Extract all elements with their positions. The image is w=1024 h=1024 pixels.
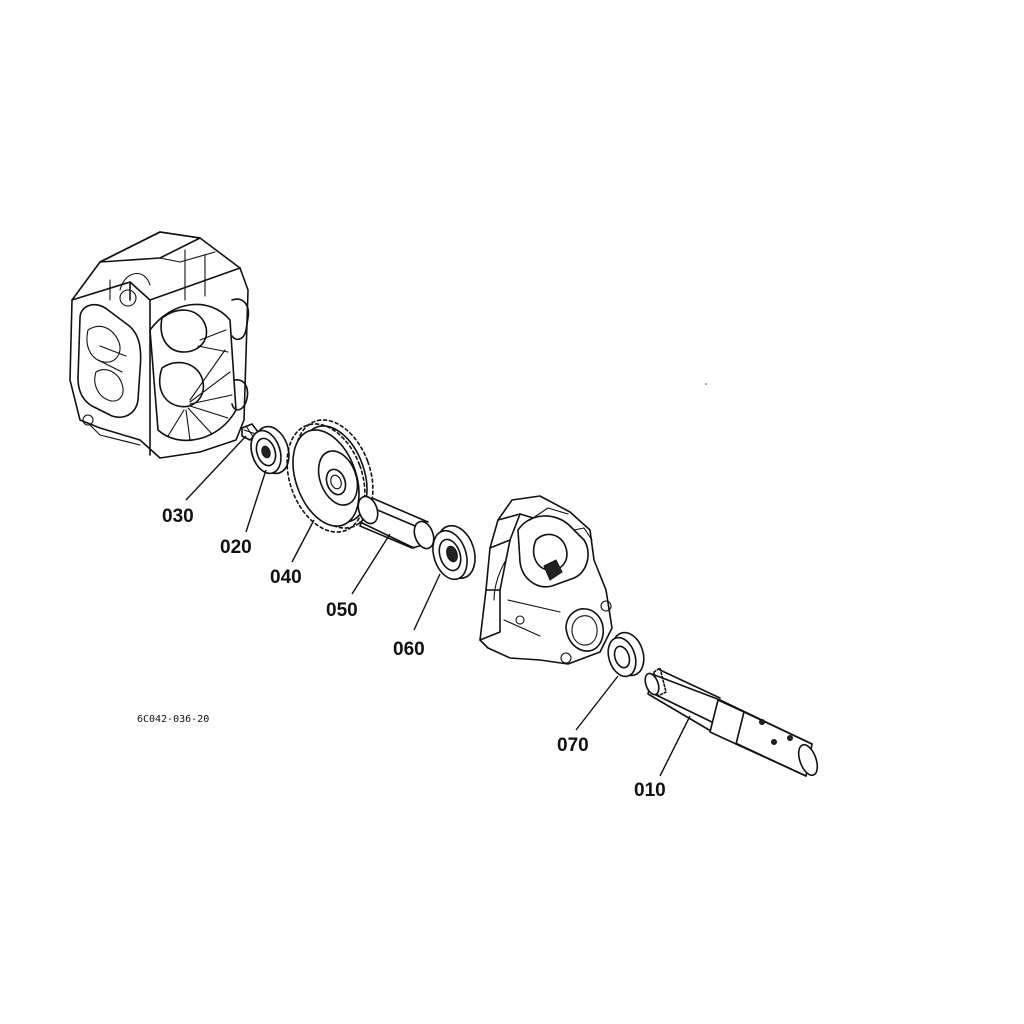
callout-020: 020 (220, 537, 252, 558)
leader-lines (185, 435, 691, 777)
bearing-020-drawing (250, 425, 290, 475)
shaft-010-drawing (644, 667, 819, 777)
transmission-case-drawing (69, 231, 259, 459)
gear-040-drawing (286, 419, 374, 533)
stray-dot (705, 383, 707, 385)
leader-070 (575, 675, 619, 731)
leader-050 (351, 533, 391, 595)
callout-010: 010 (634, 780, 666, 801)
callout-050: 050 (326, 600, 358, 621)
leader-020 (245, 469, 267, 533)
callout-060: 060 (393, 639, 425, 660)
leader-030 (185, 435, 247, 501)
bearing-060-drawing (432, 524, 476, 581)
callout-040: 040 (270, 567, 302, 588)
leader-060 (413, 573, 441, 631)
callout-labels: 030 020 040 050 060 070 010 (162, 506, 666, 801)
collar-050-drawing (357, 495, 435, 550)
oil-seal-070-drawing (607, 631, 645, 678)
callout-030: 030 (162, 506, 194, 527)
reference-code: 6C042-036-20 (137, 714, 209, 725)
leader-040 (291, 519, 315, 563)
callout-070: 070 (557, 735, 589, 756)
leader-010 (659, 715, 691, 777)
housing-drawing (479, 495, 613, 665)
